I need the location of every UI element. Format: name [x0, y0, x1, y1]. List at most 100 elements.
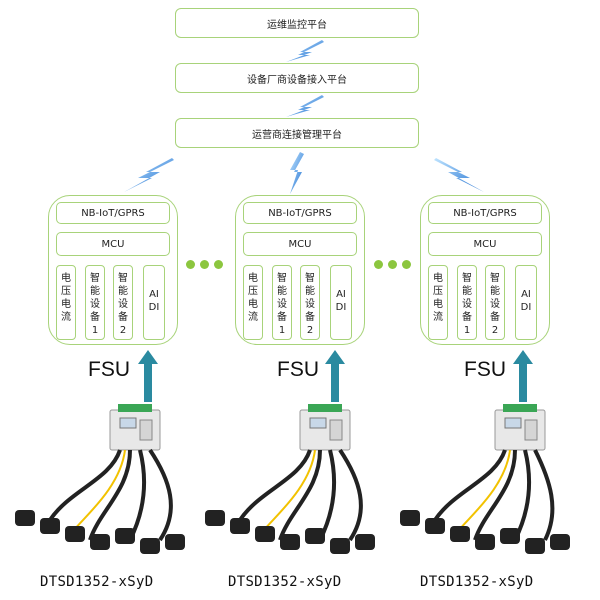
operator-mgmt-platform-label: 运营商连接管理平台	[252, 129, 342, 141]
fsu-3-comm-label: NB-IoT/GPRS	[453, 207, 517, 219]
fsu-3-sd1-char: 智	[462, 273, 472, 284]
fsu-3-smart-device-2-column: 智 能 设 备 2	[485, 265, 505, 340]
fsu-1-sd1-char: 备	[90, 312, 100, 323]
lightning-bolt-icon	[286, 95, 324, 117]
fsu-1-vc-char: 电	[61, 299, 71, 310]
fsu-2-sd1-char: 1	[278, 325, 286, 336]
fsu-2-vc-char: 电	[248, 299, 258, 310]
fsu-1-mcu-label: MCU	[101, 238, 125, 250]
lightning-bolt-icon	[286, 40, 324, 62]
ellipsis-dot	[214, 260, 223, 269]
fsu-2-label: FSU	[277, 358, 319, 381]
fsu-3-sd1-char: 1	[463, 325, 471, 336]
fsu-2-sd1-char: 能	[277, 286, 287, 297]
fsu-1-ai-label: AI	[149, 289, 159, 300]
fsu-2-smart-device-2-column: 智 能 设 备 2	[300, 265, 320, 340]
fsu-1-sd2-char: 备	[118, 312, 128, 323]
lightning-bolt-icon	[290, 152, 304, 194]
fsu-2-voltage-current-column: 电 压 电 流	[243, 265, 263, 340]
fsu-2-sd1-char: 智	[277, 273, 287, 284]
meter-device-image	[15, 404, 185, 554]
fsu-1-di-label: DI	[148, 302, 160, 313]
fsu-3-sd1-char: 能	[462, 286, 472, 297]
fsu-2-di-label: DI	[335, 302, 347, 313]
fsu-1-vc-char: 电	[61, 273, 71, 284]
fsu-1-sd1-char: 设	[90, 299, 100, 310]
fsu-1-vc-char: 流	[61, 312, 71, 323]
upward-arrow-icon	[513, 350, 533, 402]
meter-device-image	[400, 404, 570, 554]
fsu-3-sd2-char: 2	[491, 325, 499, 336]
fsu-2-mcu-label: MCU	[288, 238, 312, 250]
fsu-1-sd1-char: 1	[91, 325, 99, 336]
fsu-3-mcu-label: MCU	[473, 238, 497, 250]
fsu-3-label: FSU	[464, 358, 506, 381]
ellipsis-dot	[200, 260, 209, 269]
fsu-1-sd1-char: 智	[90, 273, 100, 284]
fsu-1-sd1-char: 能	[90, 286, 100, 297]
vendor-access-platform-box: 设备厂商设备接入平台	[175, 63, 419, 93]
fsu-1-voltage-current-column: 电 压 电 流	[56, 265, 76, 340]
fsu-1-sd2-char: 设	[118, 299, 128, 310]
fsu-1-sd2-char: 能	[118, 286, 128, 297]
vendor-access-platform-label: 设备厂商设备接入平台	[247, 74, 347, 86]
meter-device-image	[205, 404, 375, 554]
fsu-1-vc-char: 压	[61, 286, 71, 297]
fsu-3-smart-device-1-column: 智 能 设 备 1	[457, 265, 477, 340]
fsu-3-sd2-char: 能	[490, 286, 500, 297]
operator-mgmt-platform-box: 运营商连接管理平台	[175, 118, 419, 148]
device-model-label-3: DTSD1352-xSyD	[420, 574, 534, 590]
fsu-2-sd2-char: 设	[305, 299, 315, 310]
fsu-2-smart-device-1-column: 智 能 设 备 1	[272, 265, 292, 340]
device-model-label-1: DTSD1352-xSyD	[40, 574, 154, 590]
fsu-1-sd2-char: 智	[118, 273, 128, 284]
fsu-1-label: FSU	[88, 358, 130, 381]
fsu-2-comm-box: NB-IoT/GPRS	[243, 202, 357, 224]
fsu-2-vc-char: 电	[248, 273, 258, 284]
fsu-3-comm-box: NB-IoT/GPRS	[428, 202, 542, 224]
fsu-3-mcu-box: MCU	[428, 232, 542, 256]
fsu-2-mcu-box: MCU	[243, 232, 357, 256]
fsu-3-vc-char: 压	[433, 286, 443, 297]
fsu-1-sd2-char: 2	[119, 325, 127, 336]
fsu-3-sd2-char: 智	[490, 273, 500, 284]
ellipsis-dot	[374, 260, 383, 269]
fsu-2-sd1-char: 备	[277, 312, 287, 323]
upward-arrow-icon	[138, 350, 158, 402]
fsu-3-sd1-char: 设	[462, 299, 472, 310]
fsu-3-vc-char: 电	[433, 273, 443, 284]
fsu-3-voltage-current-column: 电 压 电 流	[428, 265, 448, 340]
fsu-2-aidi-column: AI DI	[330, 265, 352, 340]
fsu-1-comm-label: NB-IoT/GPRS	[81, 207, 145, 219]
device-model-label-2: DTSD1352-xSyD	[228, 574, 342, 590]
fsu-2-sd2-char: 智	[305, 273, 315, 284]
fsu-1-aidi-column: AI DI	[143, 265, 165, 340]
fsu-3-sd2-char: 备	[490, 312, 500, 323]
fsu-2-vc-char: 流	[248, 312, 258, 323]
fsu-1-smart-device-2-column: 智 能 设 备 2	[113, 265, 133, 340]
fsu-1-comm-box: NB-IoT/GPRS	[56, 202, 170, 224]
fsu-2-sd2-char: 2	[306, 325, 314, 336]
fsu-3-ai-label: AI	[521, 289, 531, 300]
lightning-bolt-icon	[434, 158, 484, 192]
fsu-1-smart-device-1-column: 智 能 设 备 1	[85, 265, 105, 340]
fsu-2-sd1-char: 设	[277, 299, 287, 310]
monitoring-platform-box: 运维监控平台	[175, 8, 419, 38]
fsu-3-sd2-char: 设	[490, 299, 500, 310]
fsu-3-aidi-column: AI DI	[515, 265, 537, 340]
ellipsis-dot	[186, 260, 195, 269]
fsu-2-vc-char: 压	[248, 286, 258, 297]
fsu-3-vc-char: 电	[433, 299, 443, 310]
fsu-2-comm-label: NB-IoT/GPRS	[268, 207, 332, 219]
upward-arrow-icon	[325, 350, 345, 402]
fsu-3-vc-char: 流	[433, 312, 443, 323]
fsu-3-sd1-char: 备	[462, 312, 472, 323]
ellipsis-dot	[402, 260, 411, 269]
monitoring-platform-label: 运维监控平台	[267, 19, 327, 31]
fsu-2-sd2-char: 备	[305, 312, 315, 323]
fsu-1-mcu-box: MCU	[56, 232, 170, 256]
fsu-3-di-label: DI	[520, 302, 532, 313]
ellipsis-dot	[388, 260, 397, 269]
fsu-2-ai-label: AI	[336, 289, 346, 300]
